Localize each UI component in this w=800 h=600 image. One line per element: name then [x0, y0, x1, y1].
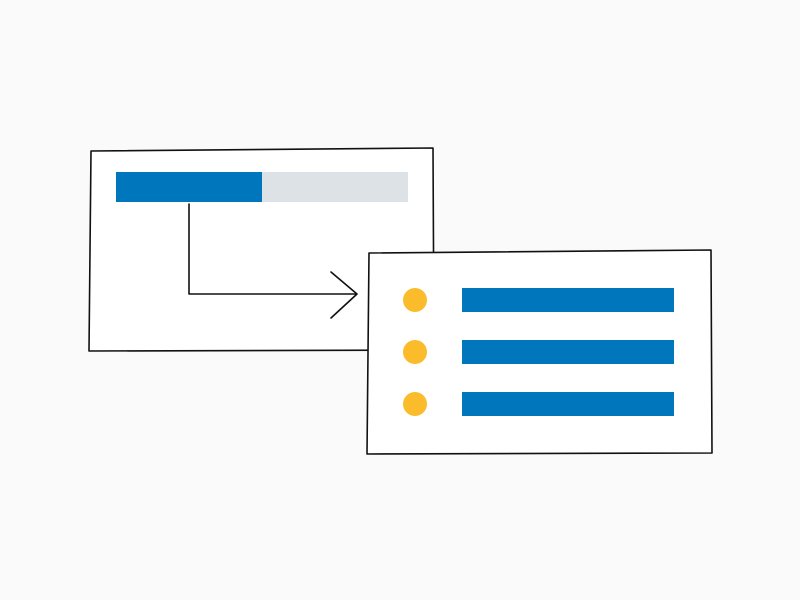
- list-item-bar: [462, 288, 674, 312]
- target-panel: [366, 249, 713, 455]
- progress-fill: [116, 172, 262, 202]
- right-arrow-icon: [188, 203, 358, 319]
- connector-line: [188, 203, 357, 295]
- bullet-dot-icon: [403, 392, 427, 416]
- source-panel: [88, 147, 435, 352]
- list-item: [403, 288, 674, 312]
- list-item-bar: [462, 340, 674, 364]
- list: [403, 288, 674, 416]
- progress-bar: [116, 172, 408, 202]
- list-item: [403, 392, 674, 416]
- list-item-bar: [462, 392, 674, 416]
- arrow-head: [330, 271, 358, 319]
- bullet-dot-icon: [403, 340, 427, 364]
- list-item: [403, 340, 674, 364]
- bullet-dot-icon: [403, 288, 427, 312]
